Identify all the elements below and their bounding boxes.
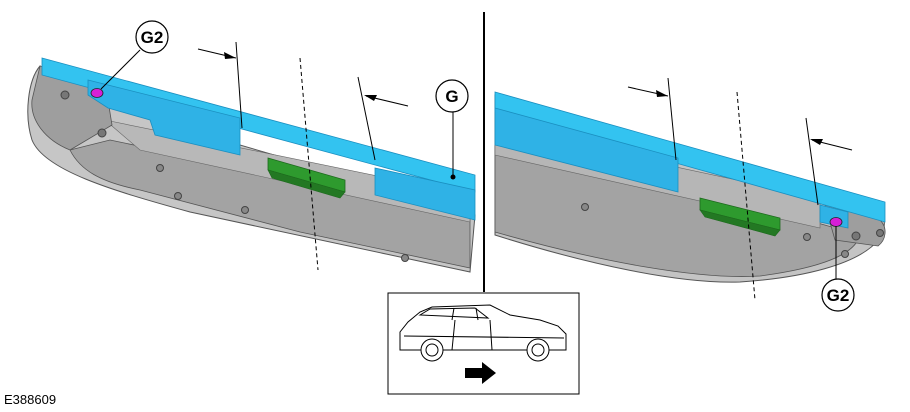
left-fixing-hole bbox=[174, 192, 182, 200]
right-dimension-line bbox=[805, 117, 819, 206]
left-fixing-hole bbox=[97, 128, 107, 138]
right-blue-strip-section bbox=[494, 107, 679, 193]
figure-id: E388609 bbox=[4, 392, 57, 407]
vehicle-side-view-icon bbox=[399, 304, 567, 362]
right-g2-callout bbox=[821, 278, 855, 312]
vehicle-orientation-inset bbox=[387, 292, 580, 395]
left-g2-leader bbox=[100, 49, 141, 90]
left-g2-label: G2 bbox=[141, 28, 164, 47]
left-fixing-hole bbox=[60, 90, 70, 100]
right-arrow-head bbox=[656, 90, 668, 97]
left-dimension-line bbox=[357, 76, 376, 161]
left-blue-strip-section bbox=[87, 79, 241, 156]
left-locator-dot bbox=[90, 88, 104, 98]
right-arrow-head bbox=[810, 139, 823, 145]
right-panel: G2 bbox=[494, 77, 886, 312]
left-arrow-head bbox=[364, 95, 377, 101]
right-g2-label: G2 bbox=[827, 286, 850, 305]
left-centerline bbox=[299, 57, 319, 271]
left-blue-strip-section bbox=[374, 167, 476, 221]
left-fixing-hole bbox=[156, 164, 164, 172]
right-fixing-hole bbox=[851, 231, 861, 241]
left-fixing-hole bbox=[401, 254, 409, 262]
left-fixing-hole bbox=[241, 206, 249, 214]
right-dimension-line bbox=[667, 77, 677, 161]
right-fixing-hole bbox=[803, 233, 811, 241]
left-trim-panel-lower-face bbox=[69, 139, 471, 269]
left-dimension-line bbox=[235, 41, 243, 129]
left-arrow-head bbox=[224, 52, 236, 59]
right-fixing-hole bbox=[841, 250, 849, 258]
left-g-leader-dot bbox=[450, 174, 456, 180]
left-g-callout bbox=[435, 79, 469, 113]
right-fixing-hole bbox=[581, 203, 589, 211]
left-green-clip-face bbox=[267, 169, 346, 199]
right-fixing-hole bbox=[876, 229, 884, 237]
left-g2-callout bbox=[135, 20, 169, 54]
left-g-label: G bbox=[445, 87, 458, 106]
right-locator-dot bbox=[829, 217, 843, 227]
right-green-clip-face bbox=[699, 209, 781, 237]
direction-arrow-icon bbox=[465, 362, 496, 384]
right-trim-panel-lower-face bbox=[494, 144, 861, 277]
right-blue-trim-strip bbox=[494, 91, 886, 223]
left-panel: G2 G bbox=[27, 20, 476, 273]
